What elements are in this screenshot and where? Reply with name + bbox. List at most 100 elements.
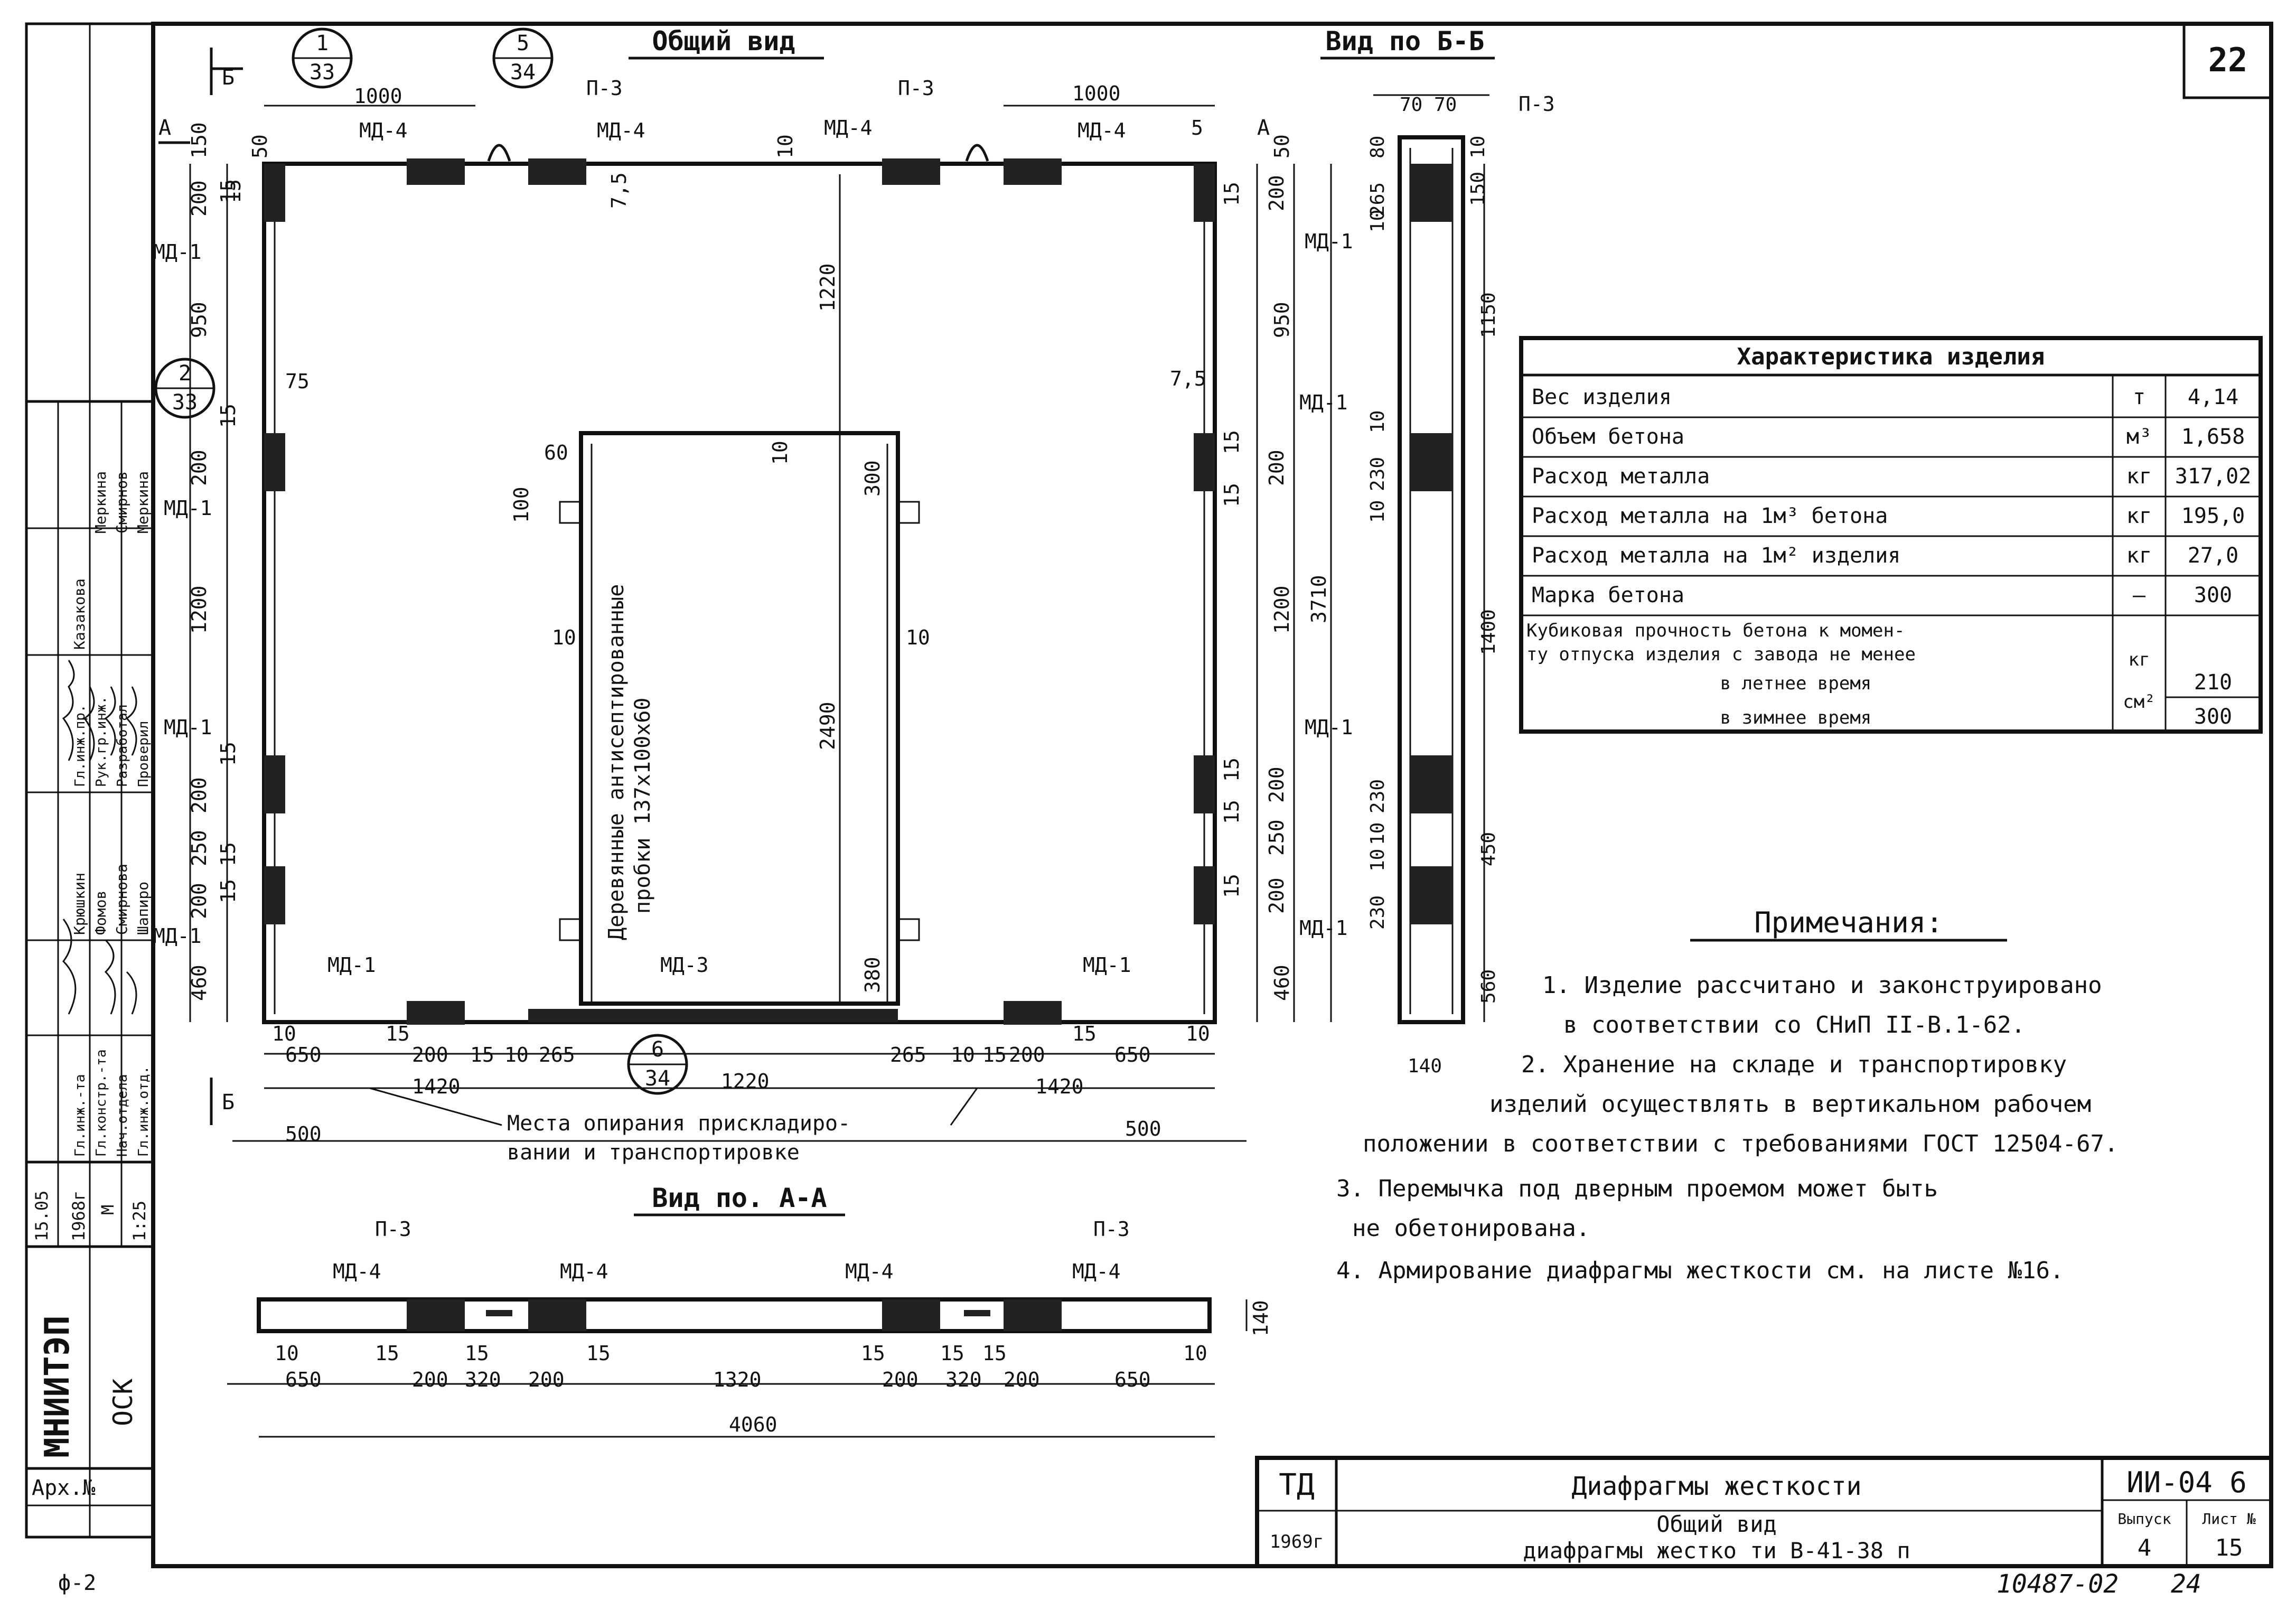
svg-text:15: 15 xyxy=(1220,757,1243,782)
svg-text:в соответствии со СНиП II-В.1-: в соответствии со СНиП II-В.1-62. xyxy=(1563,1012,2025,1038)
svg-text:15: 15 xyxy=(386,1022,410,1045)
stamp-subtitle-2: диафрагмы жестко ти В-41-38 п xyxy=(1523,1538,1910,1564)
general-view-title: Общий вид xyxy=(652,26,795,57)
svg-text:200: 200 xyxy=(1004,1368,1040,1391)
side-title-block: МНИИТЭП ОСК Арх.№ 15.05 1968г М 1:25 Гл.… xyxy=(25,22,155,1539)
svg-text:МД-4: МД-4 xyxy=(597,119,645,142)
section-marks: Б А А Б xyxy=(158,48,1270,1125)
svg-text:10: 10 xyxy=(552,626,576,649)
support-note-line-2: вании и транспортировке xyxy=(507,1140,800,1165)
svg-text:317,02: 317,02 xyxy=(2175,464,2252,489)
date-day: 15.05 xyxy=(32,1191,52,1241)
svg-text:10: 10 xyxy=(1367,410,1389,433)
svg-text:650: 650 xyxy=(285,1043,322,1066)
svg-text:7,5: 7,5 xyxy=(1170,367,1206,390)
svg-text:320: 320 xyxy=(465,1368,501,1391)
section-aa-title: Вид по. А-А xyxy=(652,1183,827,1213)
svg-text:10: 10 xyxy=(1186,1022,1210,1045)
svg-text:500: 500 xyxy=(1125,1117,1161,1140)
callout-6-34: 6 34 xyxy=(627,1034,688,1095)
svg-text:75: 75 xyxy=(285,370,310,393)
svg-text:150: 150 xyxy=(1467,172,1489,206)
svg-text:34: 34 xyxy=(645,1066,670,1091)
svg-text:1400: 1400 xyxy=(1478,609,1500,655)
callout-2-33: 2 33 xyxy=(154,358,215,419)
svg-text:70: 70 xyxy=(1434,94,1457,116)
svg-text:100: 100 xyxy=(510,486,533,523)
svg-text:4. Армирование диафрагмы жестк: 4. Армирование диафрагмы жесткости см. н… xyxy=(1336,1257,2064,1284)
svg-text:200: 200 xyxy=(188,777,211,813)
svg-text:500: 500 xyxy=(285,1122,322,1146)
wood-plugs-label-1: Деревянные антисептированные xyxy=(604,584,629,940)
svg-text:230: 230 xyxy=(1367,457,1389,491)
svg-text:80: 80 xyxy=(1367,136,1389,158)
svg-text:1150: 1150 xyxy=(1478,292,1500,338)
svg-text:250: 250 xyxy=(188,830,211,866)
svg-text:1000: 1000 xyxy=(354,85,402,108)
svg-text:П-3: П-3 xyxy=(1093,1218,1130,1241)
role2-3: Нач.отдела xyxy=(115,1074,130,1157)
svg-text:15: 15 xyxy=(982,1043,1007,1066)
svg-text:15: 15 xyxy=(217,742,240,766)
name-4: Меркина xyxy=(134,471,152,533)
name2-1: Крюшкин xyxy=(71,873,88,935)
role2-1: Гл.инж.-та xyxy=(72,1074,88,1157)
svg-text:15: 15 xyxy=(217,404,240,428)
archive-code: 10487-02 xyxy=(1997,1569,2119,1599)
door-opening xyxy=(579,431,900,1006)
svg-text:П-3: П-3 xyxy=(375,1218,411,1241)
characteristics-table xyxy=(1519,336,2263,734)
svg-text:15: 15 xyxy=(470,1043,494,1066)
svg-text:А: А xyxy=(1257,116,1270,140)
svg-text:1: 1 xyxy=(316,31,329,55)
svg-text:1200: 1200 xyxy=(188,585,211,634)
svg-text:Марка бетона: Марка бетона xyxy=(1532,583,1684,607)
embedded-parts-bottom xyxy=(407,1001,1062,1025)
name-2: Меркина xyxy=(92,471,109,533)
stamp-type: ТД xyxy=(1279,1468,1314,1502)
name2-2: Фомов xyxy=(92,891,109,935)
svg-text:10: 10 xyxy=(1467,136,1489,158)
svg-text:200: 200 xyxy=(188,180,211,217)
svg-text:3. Перемычка под дверным проем: 3. Перемычка под дверным проемом может б… xyxy=(1336,1175,1938,1202)
svg-text:10: 10 xyxy=(1367,849,1389,872)
svg-text:т: т xyxy=(2133,385,2145,409)
svg-text:200: 200 xyxy=(1265,877,1288,914)
name-1: Казакова xyxy=(71,578,88,650)
scale-label: М xyxy=(98,1205,118,1215)
svg-text:15: 15 xyxy=(1220,874,1243,898)
svg-text:200: 200 xyxy=(882,1368,919,1391)
svg-text:положении в соответствии с тре: положении в соответствии с требованиями … xyxy=(1363,1130,2118,1157)
svg-text:15: 15 xyxy=(861,1342,885,1365)
lifting-loop-p3 xyxy=(965,144,989,162)
lifting-loop-p3 xyxy=(487,144,511,162)
svg-text:кг: кг xyxy=(2126,544,2152,568)
name-3: Смирнов xyxy=(113,471,130,533)
svg-text:10: 10 xyxy=(1367,210,1389,232)
signature xyxy=(62,919,77,1015)
svg-text:Б: Б xyxy=(222,1090,235,1115)
svg-text:230: 230 xyxy=(1367,779,1389,813)
stamp-issue-label: Выпуск xyxy=(2117,1510,2171,1528)
svg-text:300: 300 xyxy=(861,460,884,497)
svg-text:в зимнее время: в зимнее время xyxy=(1720,707,1872,728)
svg-text:МД-1: МД-1 xyxy=(153,240,202,264)
svg-text:1. Изделие рассчитано и законс: 1. Изделие рассчитано и законструировано xyxy=(1542,972,2102,999)
characteristics-rows: Вес изделия т 4,14 Объем бетона м³ 1,658… xyxy=(1532,385,2251,607)
section-bb-view xyxy=(1373,94,1489,1024)
svg-text:200: 200 xyxy=(1265,450,1288,486)
format-label: ф-2 xyxy=(58,1571,96,1595)
svg-text:15: 15 xyxy=(1220,430,1243,454)
svg-text:60: 60 xyxy=(544,441,568,464)
title-stamp xyxy=(1255,1456,2273,1568)
svg-text:не обетонирована.: не обетонирована. xyxy=(1352,1215,1590,1242)
svg-text:15: 15 xyxy=(1220,800,1243,824)
svg-text:460: 460 xyxy=(1270,965,1294,1001)
svg-text:15: 15 xyxy=(586,1342,611,1365)
svg-text:Вес изделия: Вес изделия xyxy=(1532,385,1672,409)
svg-text:200: 200 xyxy=(412,1368,448,1391)
svg-text:33: 33 xyxy=(310,60,335,85)
svg-text:950: 950 xyxy=(1270,302,1294,338)
svg-text:4,14: 4,14 xyxy=(2188,385,2238,409)
